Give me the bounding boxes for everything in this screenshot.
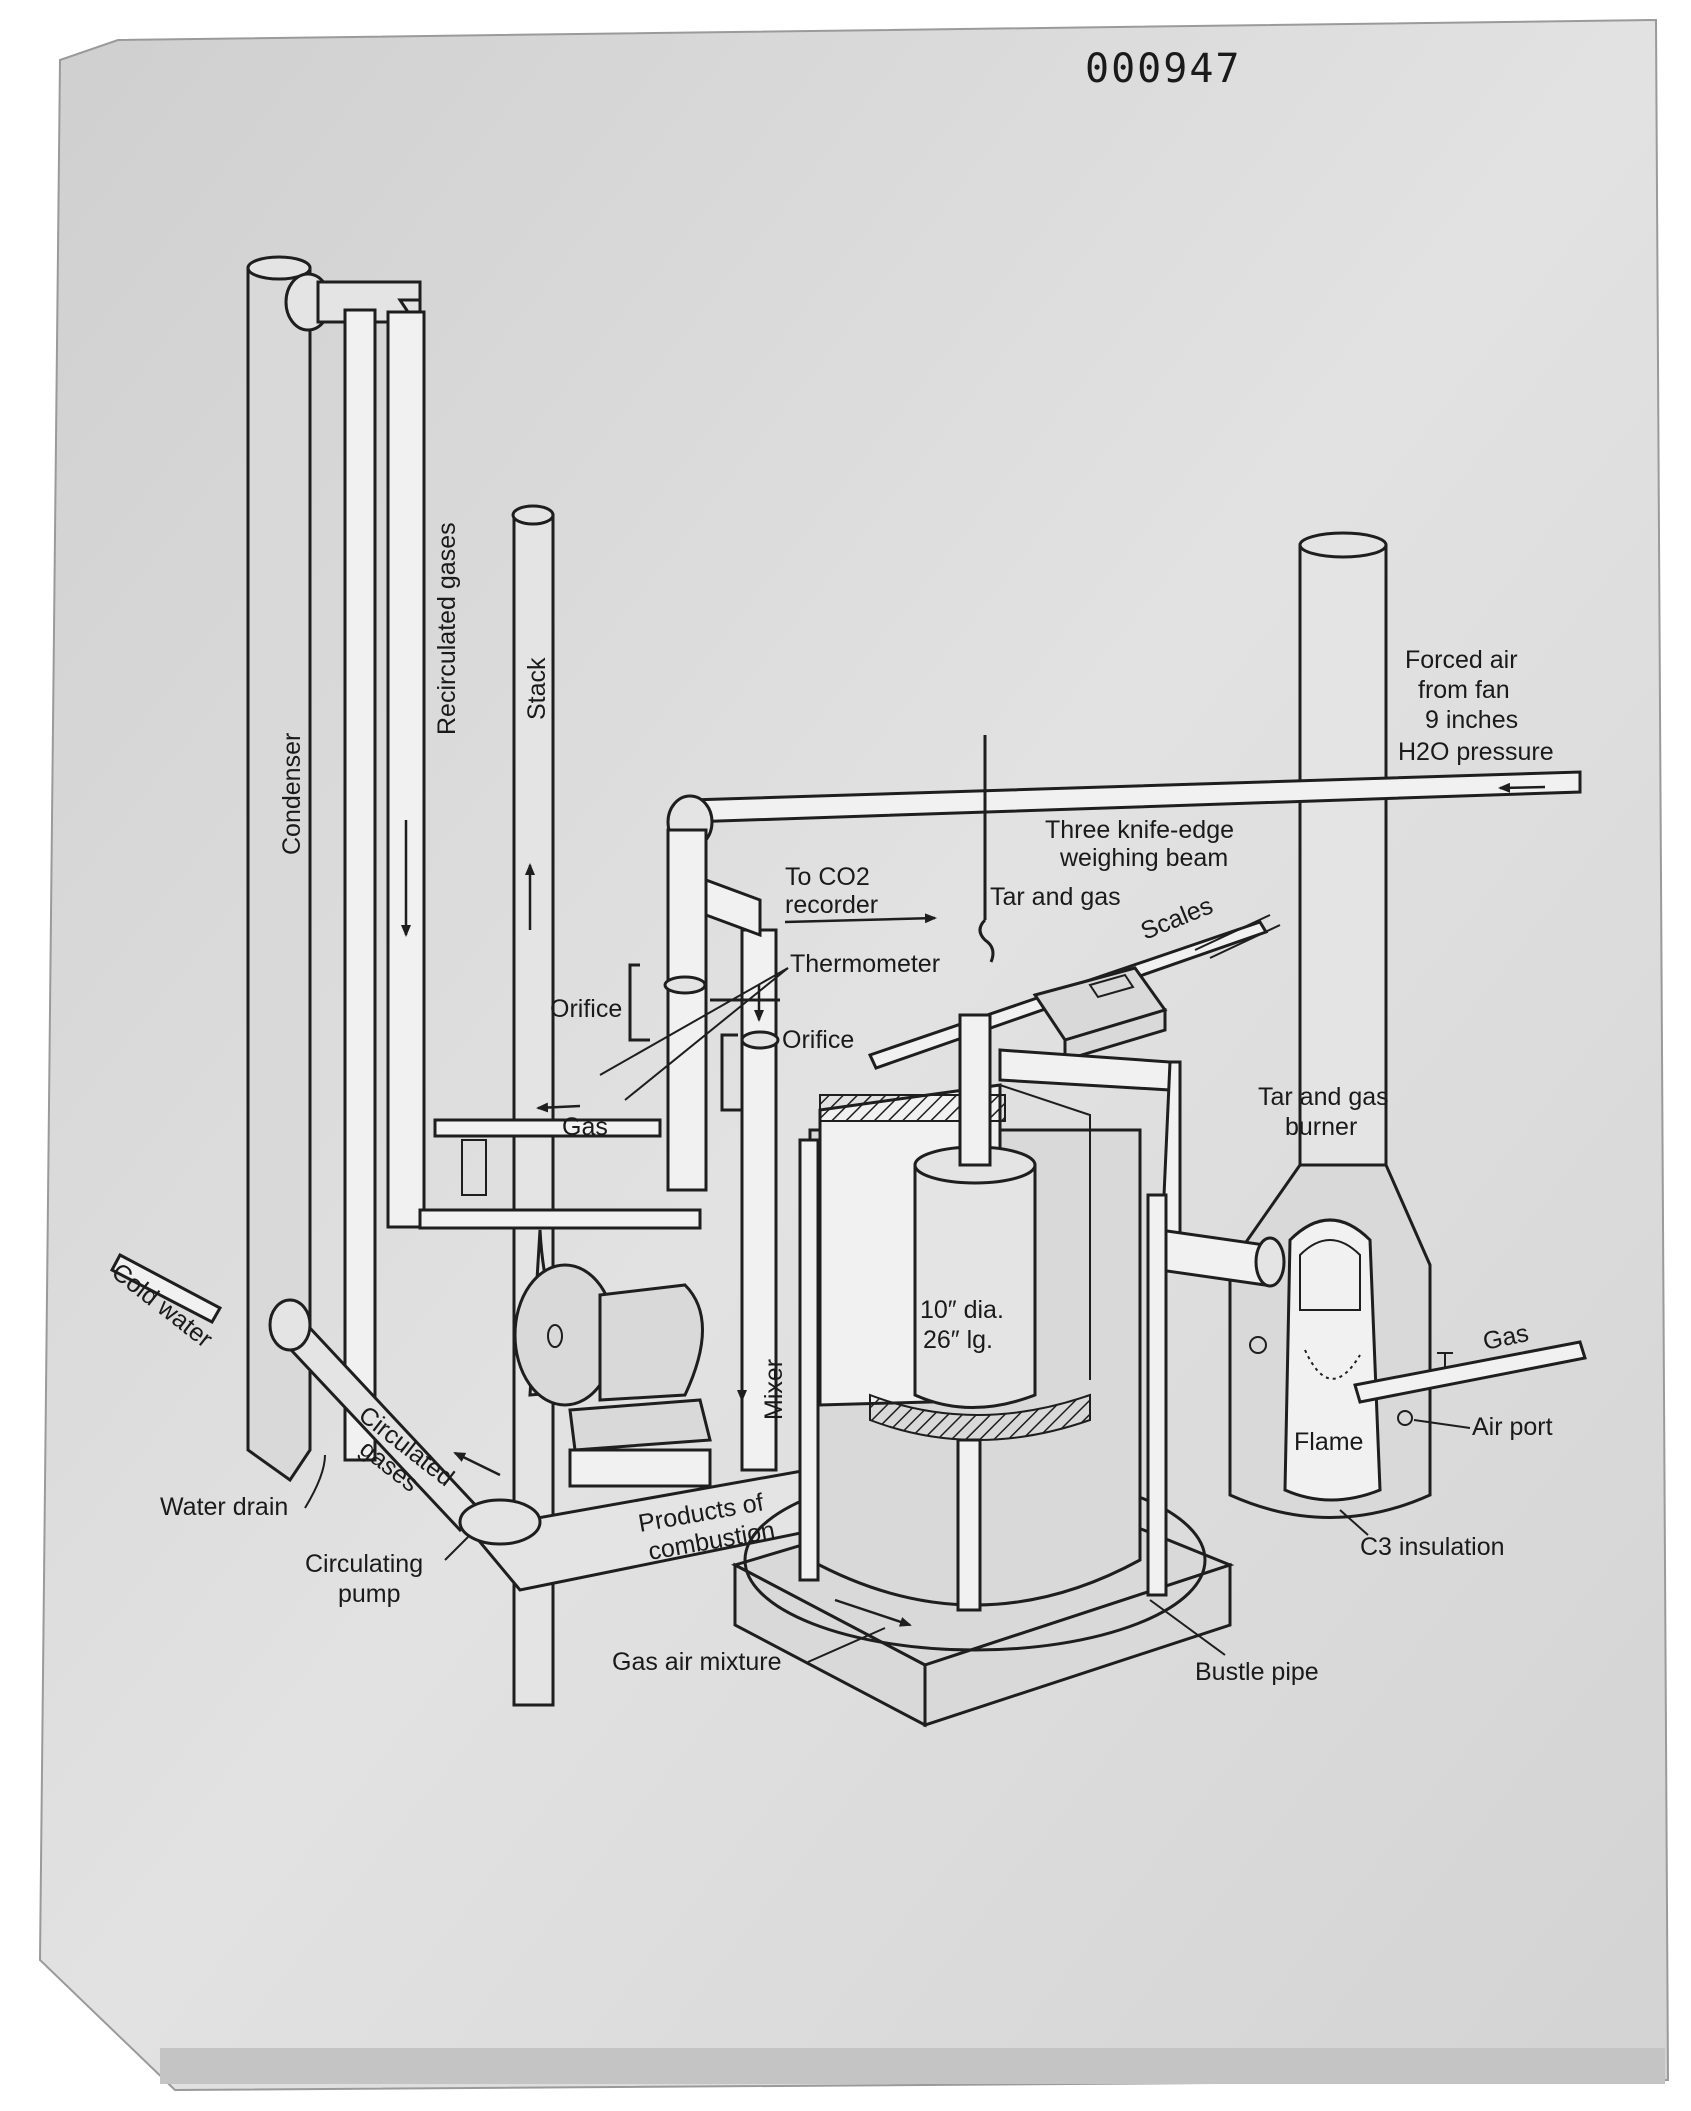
retort-length-label: 26″ lg.	[923, 1326, 993, 1354]
circulating-pump-label-2: pump	[338, 1580, 401, 1608]
circulating-pump	[418, 1208, 712, 1488]
air-port-leader	[1413, 1419, 1471, 1429]
recirculated-gases-label: Recirculated gases	[433, 522, 461, 735]
retort-furnace	[731, 1013, 1286, 1728]
orifice-left-label: Orifice	[550, 995, 622, 1023]
retort-dia-label: 10″ dia.	[920, 1296, 1004, 1324]
mixer-label: Mixer	[760, 1359, 788, 1420]
paper-sheet	[38, 18, 1670, 2092]
forced-air-pipe	[666, 770, 1582, 1472]
water-drain-label: Water drain	[160, 1493, 288, 1521]
cold-water-pipe	[109, 1252, 483, 1533]
to-co2-label-2: recorder	[785, 891, 878, 919]
condenser-label: Condenser	[278, 733, 306, 855]
c3-insulation-label: C3 insulation	[1360, 1533, 1505, 1561]
three-knife-label-2: weighing beam	[1059, 844, 1228, 872]
tar-and-gas-burner	[1228, 531, 1587, 1519]
stack-pipe	[511, 504, 555, 1707]
thermometer-label: Thermometer	[790, 950, 940, 978]
gas-left-feed	[433, 1102, 662, 1196]
forced-air-label-2: from fan	[1418, 676, 1510, 704]
bustle-pipe-leader	[1149, 1599, 1226, 1656]
tar-burner-label-1: Tar and gas	[1258, 1083, 1389, 1111]
circulating-pump-label-1: Circulating	[305, 1550, 423, 1578]
paper-bottom-shadow	[160, 2048, 1665, 2084]
circulated-gases-arrow	[453, 1451, 501, 1477]
gas-air-mixture-leader	[807, 1627, 886, 1663]
stack-label: Stack	[523, 657, 551, 720]
document-stamp-number: 000947	[1085, 46, 1242, 92]
three-knife-label-1: Three knife-edge	[1045, 816, 1234, 844]
gas-left-label: Gas	[562, 1113, 608, 1141]
bustle-pipe-label: Bustle pipe	[1195, 1658, 1319, 1686]
c3-insulation-leader	[1339, 1509, 1369, 1536]
forced-air-label-1: Forced air	[1405, 646, 1518, 674]
orifice-right-label: Orifice	[782, 1026, 854, 1054]
thermometer-and-orifices	[599, 963, 789, 1112]
recirculated-gases-pipe	[343, 308, 426, 1462]
air-port-label: Air port	[1472, 1413, 1553, 1441]
forced-air-label-4: H2O pressure	[1398, 738, 1554, 766]
water-drain-leader	[304, 1454, 326, 1509]
gas-air-mixture-label: Gas air mixture	[612, 1648, 781, 1676]
tar-burner-label-2: burner	[1285, 1113, 1357, 1141]
forced-air-label-3: 9 inches	[1425, 706, 1518, 734]
gas-air-mixture-arrow	[834, 1598, 912, 1627]
to-co2-label-1: To CO2	[785, 863, 870, 891]
flame-label: Flame	[1294, 1428, 1363, 1456]
to-co2-arrow	[784, 913, 937, 924]
tar-and-gas-label: Tar and gas	[990, 883, 1121, 911]
